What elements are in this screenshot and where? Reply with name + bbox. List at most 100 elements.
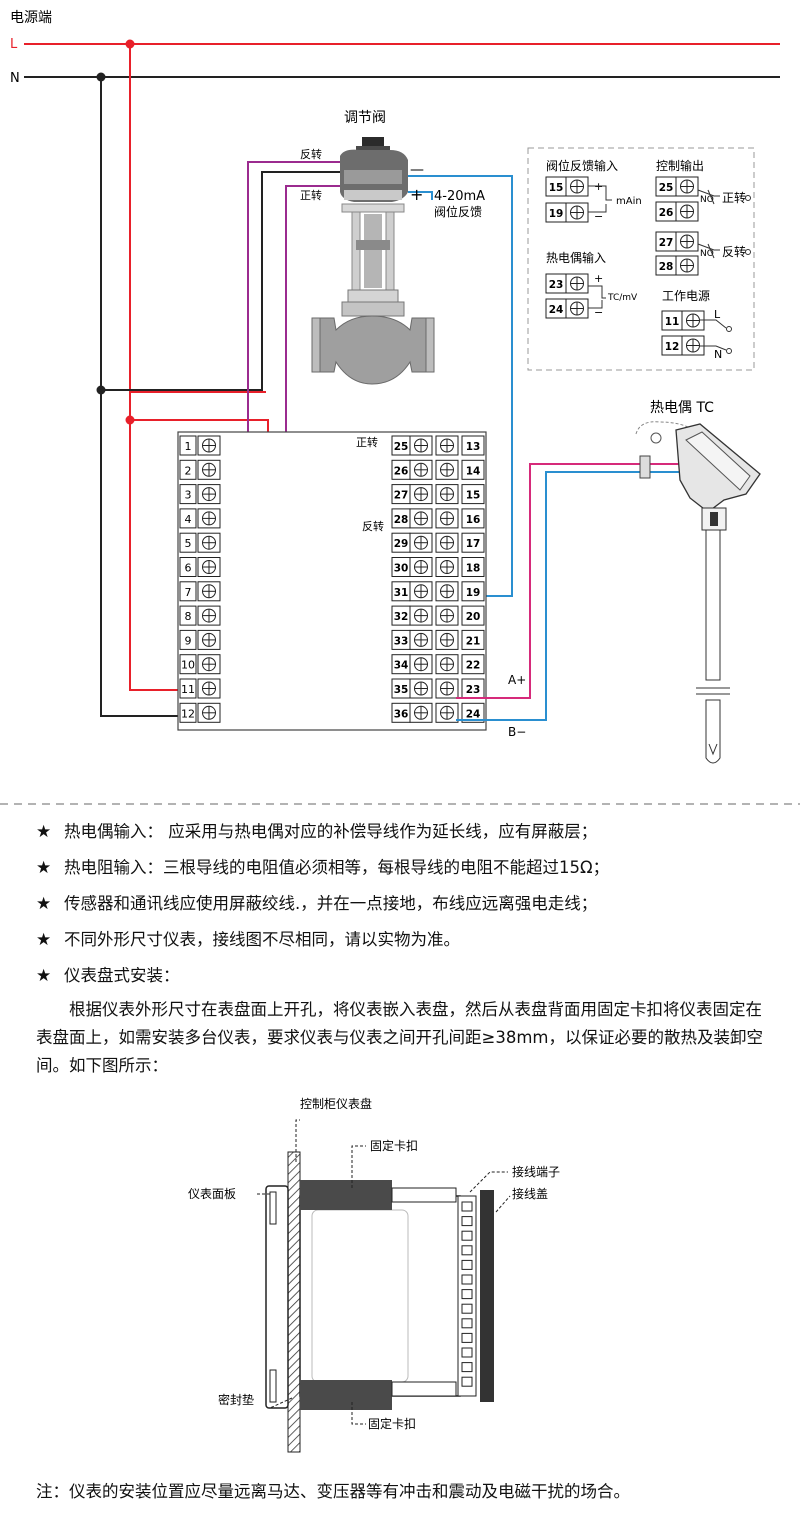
legend-terminal-number: 19 bbox=[549, 208, 564, 220]
mid-terminal-number: 25 bbox=[394, 441, 409, 453]
legend-feedback-title: 阀位反馈输入 bbox=[546, 158, 618, 173]
clip-bottom-rail bbox=[391, 1381, 457, 1397]
right-terminal-number: 13 bbox=[466, 441, 481, 453]
valve-reverse-label: 反转 bbox=[300, 147, 322, 161]
left-terminal-number: 7 bbox=[185, 586, 192, 599]
legend-box bbox=[527, 147, 755, 371]
legend-tc-title: 热电偶输入 bbox=[546, 250, 606, 265]
terminal-slot bbox=[461, 1216, 473, 1227]
terminal-number-box bbox=[461, 532, 485, 553]
terminal-label: 接线端子 bbox=[512, 1164, 560, 1179]
terminal-number-box bbox=[461, 605, 485, 626]
terminal-number-box bbox=[179, 629, 197, 650]
terminal-number-box bbox=[461, 581, 485, 602]
right-terminal-number: 20 bbox=[466, 611, 481, 623]
junction-L-mid bbox=[125, 415, 135, 425]
front-detail-bottom bbox=[269, 1369, 277, 1403]
terminal-slot bbox=[461, 1347, 473, 1358]
mid-terminal-number: 36 bbox=[394, 708, 409, 720]
terminal-number-box bbox=[461, 508, 485, 529]
mid-terminal-number: 32 bbox=[394, 611, 409, 623]
wire-tc bbox=[456, 463, 713, 721]
legend-power-title: 工作电源 bbox=[662, 289, 710, 303]
legend-terminal-number: 26 bbox=[659, 207, 674, 219]
terminal-number-box bbox=[179, 654, 197, 675]
left-terminal-number: 6 bbox=[185, 562, 192, 575]
terminal-slots bbox=[461, 1201, 473, 1387]
legend-tc-plus: + bbox=[594, 272, 603, 285]
terminal-slot bbox=[461, 1259, 473, 1270]
valve-title: 调节阀 bbox=[344, 110, 386, 126]
cover-label: 接线盖 bbox=[512, 1186, 548, 1201]
legend-feedback-minus: − bbox=[594, 210, 603, 223]
legend-ctrl-no-1: NO bbox=[700, 195, 714, 205]
right-terminal-number: 23 bbox=[466, 684, 481, 696]
terminal-number-box bbox=[461, 484, 485, 505]
line-L-label: L bbox=[10, 37, 18, 52]
legend-tc-unit: TC/mV bbox=[607, 293, 638, 303]
terminal-slot bbox=[461, 1362, 473, 1373]
right-terminal-number: 16 bbox=[466, 514, 481, 526]
front-detail-top bbox=[269, 1191, 277, 1225]
install-paragraph: 根据仪表外形尺寸在表盘面上开孔，将仪表嵌入表盘，然后从表盘背面用固定卡扣将仪表固… bbox=[36, 1000, 763, 1075]
legend-terminal-number: 27 bbox=[659, 237, 674, 249]
star-icon: ★ bbox=[36, 894, 52, 914]
valve-plus: + bbox=[410, 185, 423, 204]
mid-terminal-number: 34 bbox=[394, 660, 409, 672]
note-1-text: 热电偶输入： 应采用与热电偶对应的补偿导线作为延长线，应有屏蔽层； bbox=[64, 822, 598, 841]
right-terminal-number: 19 bbox=[466, 587, 481, 599]
terminal-number-box bbox=[461, 435, 485, 456]
legend-power-L: L bbox=[714, 308, 721, 321]
legend-tc-minus: − bbox=[594, 306, 603, 319]
terminal-block bbox=[177, 431, 487, 731]
note-3: ★ 传感器和通讯线应使用屏蔽绞线.，并在一点接地，布线应远离强电走线； bbox=[36, 892, 597, 916]
wire-N bbox=[100, 77, 340, 717]
right-terminal-number: 24 bbox=[466, 708, 481, 720]
legend-ctrl-reverse: 反转 bbox=[722, 244, 746, 259]
terminal-slot bbox=[461, 1289, 473, 1300]
mounting-diagram: 控制柜仪表盘 固定卡扣 接线端子 接线盖 仪表面板 密封垫 固定卡扣 bbox=[188, 1096, 560, 1453]
legend-terminal-number: 12 bbox=[665, 341, 680, 353]
mid-terminal-number: 30 bbox=[394, 563, 409, 575]
terminal-slot bbox=[461, 1274, 473, 1285]
legend-terminal-number: 28 bbox=[659, 261, 674, 273]
legend-feedback-unit: mAin bbox=[616, 196, 642, 207]
clip-top-label: 固定卡扣 bbox=[370, 1138, 418, 1153]
meter-housing bbox=[299, 1195, 461, 1397]
callout-lines bbox=[256, 1119, 511, 1425]
left-terminal-number: 4 bbox=[185, 513, 192, 526]
terminal-slot bbox=[461, 1376, 473, 1387]
face-label: 仪表面板 bbox=[188, 1187, 236, 1201]
panel-label: 控制柜仪表盘 bbox=[300, 1096, 372, 1111]
terminal-number-box bbox=[461, 702, 485, 723]
star-icon: ★ bbox=[36, 930, 52, 950]
legend-terminal-number: 23 bbox=[549, 279, 564, 291]
legend-terminal-number: 25 bbox=[659, 182, 674, 194]
terminal-number-box bbox=[179, 435, 197, 456]
star-icon: ★ bbox=[36, 858, 52, 878]
star-icon: ★ bbox=[36, 822, 52, 842]
terminal-cover bbox=[480, 1190, 494, 1402]
a-plus-label: A+ bbox=[508, 673, 526, 687]
seal-label: 密封垫 bbox=[218, 1392, 254, 1407]
legend-ctrl-no-2: NO bbox=[700, 249, 714, 259]
left-terminal-number: 8 bbox=[185, 610, 192, 623]
terminal-slot bbox=[461, 1201, 473, 1212]
block-forward-label: 正转 bbox=[356, 435, 378, 449]
terminal-number-box bbox=[179, 605, 197, 626]
terminal-slot bbox=[461, 1245, 473, 1256]
legend-ctrl-forward: 正转 bbox=[722, 190, 746, 205]
note-2-text: 热电阻输入：三根导线的电阻值必须相等，每根导线的电阻不能超过15Ω； bbox=[64, 858, 610, 877]
separator bbox=[0, 803, 800, 805]
legend-power-N: N bbox=[714, 348, 722, 361]
legend-ctrl-title: 控制输出 bbox=[656, 158, 704, 173]
valve-feedback-label: 阀位反馈 bbox=[434, 204, 482, 219]
note-4: ★不同外形尺寸仪表，接线图不尽相同，请以实物为准。 bbox=[36, 928, 460, 952]
clip-top bbox=[300, 1180, 392, 1210]
terminal-number-box bbox=[461, 654, 485, 675]
left-terminal-number: 10 bbox=[181, 659, 195, 672]
note-1: ★ 热电偶输入： 应采用与热电偶对应的补偿导线作为延长线，应有屏蔽层； bbox=[36, 820, 597, 844]
note-3-text: 传感器和通讯线应使用屏蔽绞线.，并在一点接地，布线应远离强电走线； bbox=[64, 894, 598, 913]
